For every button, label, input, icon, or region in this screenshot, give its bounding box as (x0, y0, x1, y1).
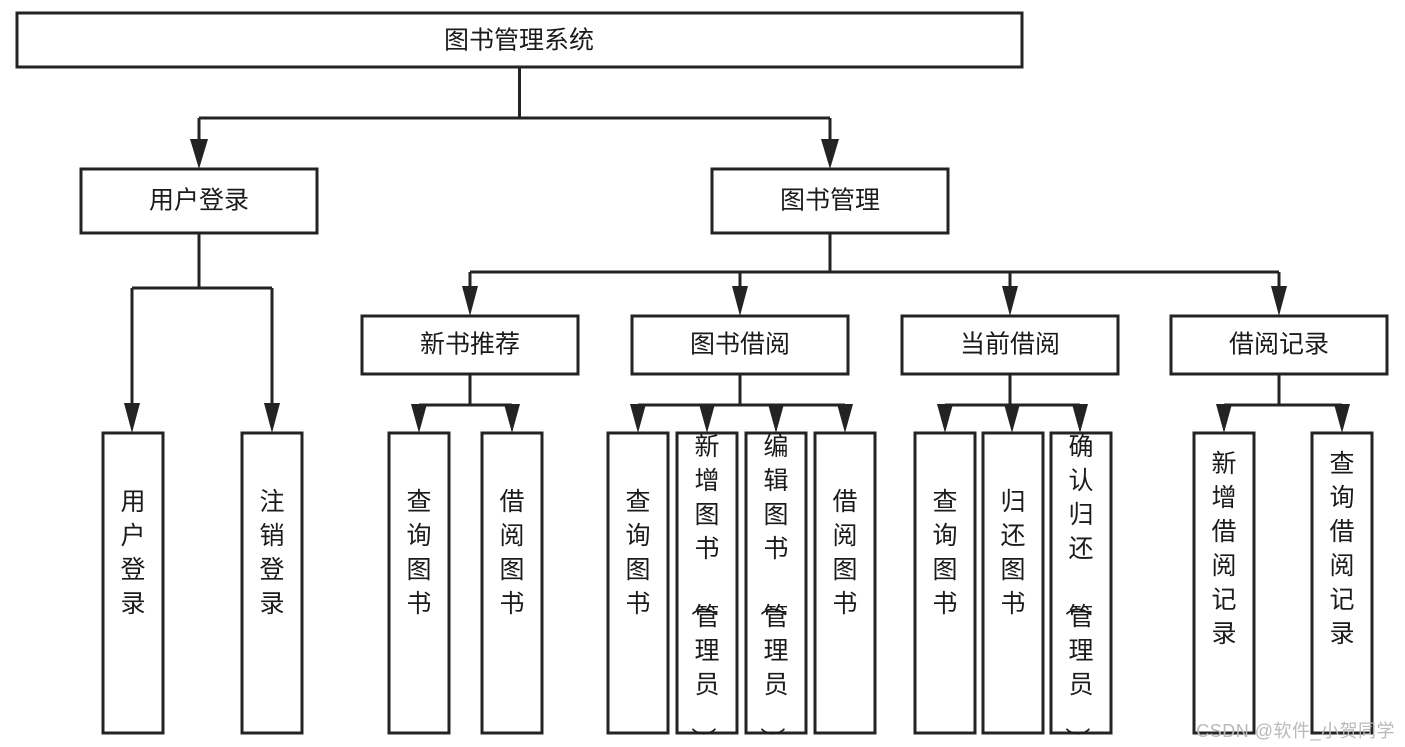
node-book-borrow[interactable]: 图书借阅 (630, 314, 850, 376)
node-current-borrow[interactable]: 当前借阅 (900, 314, 1120, 376)
node-leaf-query-record-label: 查询借阅记录 (1329, 450, 1354, 648)
arrow-head-leaf-user-login (124, 403, 140, 433)
node-borrow-record-label: 借阅记录 (1229, 331, 1329, 359)
node-leaf-edit-book[interactable]: 编辑图书（管理员） (744, 431, 808, 747)
node-borrow-record[interactable]: 借阅记录 (1169, 314, 1389, 376)
node-new-book-recommend[interactable]: 新书推荐 (360, 314, 580, 376)
node-leaf-add-record-label: 新增借阅记录 (1211, 450, 1236, 648)
node-root[interactable]: 图书管理系统 (15, 11, 1024, 69)
arrow-head-leaf-query-book-2 (630, 404, 646, 433)
node-new-book-recommend-label: 新书推荐 (420, 331, 520, 359)
arrow-head-leaf-logout-login (264, 403, 280, 433)
node-leaf-borrow-book-2-label: 借阅图书 (832, 488, 857, 618)
node-leaf-query-book-1[interactable]: 查询图书 (387, 431, 451, 735)
arrow-head-leaf-return-book (1004, 404, 1020, 433)
node-current-borrow-label: 当前借阅 (960, 331, 1060, 359)
node-book-borrow-box[interactable] (630, 314, 850, 376)
node-leaf-logout-login-box[interactable] (240, 431, 304, 735)
arrow-head-book-borrow (732, 286, 748, 316)
node-leaf-query-record-box[interactable] (1310, 431, 1374, 735)
connector-layer (124, 67, 1350, 433)
node-root-label: 图书管理系统 (444, 27, 594, 55)
node-root-box[interactable] (15, 11, 1024, 69)
node-leaf-query-book-2[interactable]: 查询图书 (606, 431, 670, 735)
node-leaf-query-book-3-box[interactable] (913, 431, 977, 735)
node-book-borrow-label: 图书借阅 (690, 331, 790, 359)
node-borrow-record-box[interactable] (1169, 314, 1389, 376)
node-user-login-box[interactable] (79, 167, 319, 235)
arrow-head-leaf-edit-book (768, 404, 784, 433)
node-book-management[interactable]: 图书管理 (710, 167, 950, 235)
node-new-book-recommend-box[interactable] (360, 314, 580, 376)
node-user-login-label: 用户登录 (149, 187, 249, 215)
arrow-head-current-borrow (1002, 286, 1018, 316)
node-leaf-add-book-box[interactable] (675, 431, 739, 735)
node-book-management-label: 图书管理 (780, 187, 880, 215)
arrow-head-leaf-borrow-book-2 (837, 404, 853, 433)
node-leaf-add-book-label: 新增图书（管理员） (688, 433, 719, 747)
node-leaf-logout-login-label: 注销登录 (259, 488, 284, 618)
arrow-head-new-book-recommend (462, 286, 478, 316)
node-leaf-query-book-2-label: 查询图书 (625, 488, 650, 618)
node-leaf-edit-book-box[interactable] (744, 431, 808, 735)
node-leaf-query-book-1-label: 查询图书 (406, 488, 431, 618)
node-leaf-return-book-box[interactable] (981, 431, 1045, 735)
node-leaf-user-login[interactable]: 用户登录 (101, 431, 165, 735)
node-leaf-user-login-label: 用户登录 (120, 488, 145, 618)
node-leaf-borrow-book-1[interactable]: 借阅图书 (480, 431, 544, 735)
node-leaf-add-record-box[interactable] (1192, 431, 1256, 735)
node-leaf-return-book-label: 归还图书 (1000, 488, 1025, 618)
node-leaf-query-book-3[interactable]: 查询图书 (913, 431, 977, 735)
node-leaf-borrow-book-2-box[interactable] (813, 431, 877, 735)
node-book-management-box[interactable] (710, 167, 950, 235)
arrow-head-leaf-borrow-book-1 (504, 404, 520, 433)
node-leaf-logout-login[interactable]: 注销登录 (240, 431, 304, 735)
node-leaf-query-book-3-label: 查询图书 (932, 488, 957, 618)
arrow-head-book-management (821, 139, 839, 169)
node-leaf-confirm-return[interactable]: 确认归还（管理员） (1049, 431, 1113, 747)
arrow-head-borrow-record (1271, 286, 1287, 316)
node-leaf-user-login-box[interactable] (101, 431, 165, 735)
node-leaf-borrow-book-2[interactable]: 借阅图书 (813, 431, 877, 735)
node-leaf-query-book-1-box[interactable] (387, 431, 451, 735)
arrow-head-leaf-query-book-3 (937, 404, 953, 433)
node-leaf-query-record[interactable]: 查询借阅记录 (1310, 431, 1374, 735)
node-leaf-borrow-book-1-box[interactable] (480, 431, 544, 735)
arrow-head-user-login (190, 139, 208, 169)
node-leaf-edit-book-label: 编辑图书（管理员） (757, 433, 788, 747)
node-leaf-confirm-return-box[interactable] (1049, 431, 1113, 735)
node-leaf-return-book[interactable]: 归还图书 (981, 431, 1045, 735)
node-leaf-borrow-book-1-label: 借阅图书 (499, 488, 524, 618)
arrow-head-leaf-query-book-1 (411, 404, 427, 433)
node-leaf-add-book[interactable]: 新增图书（管理员） (675, 431, 739, 747)
node-current-borrow-box[interactable] (900, 314, 1120, 376)
node-user-login[interactable]: 用户登录 (79, 167, 319, 235)
node-leaf-query-book-2-box[interactable] (606, 431, 670, 735)
node-leaf-confirm-return-label: 确认归还（管理员） (1062, 433, 1093, 747)
arrow-head-leaf-confirm-return (1072, 404, 1088, 433)
arrow-head-leaf-add-book (699, 404, 715, 433)
arrow-head-leaf-query-record (1334, 404, 1350, 433)
node-leaf-add-record[interactable]: 新增借阅记录 (1192, 431, 1256, 735)
csdn-watermark: CSDN @软件_小贺同学 (1196, 721, 1395, 741)
arrow-head-leaf-add-record (1216, 404, 1232, 433)
